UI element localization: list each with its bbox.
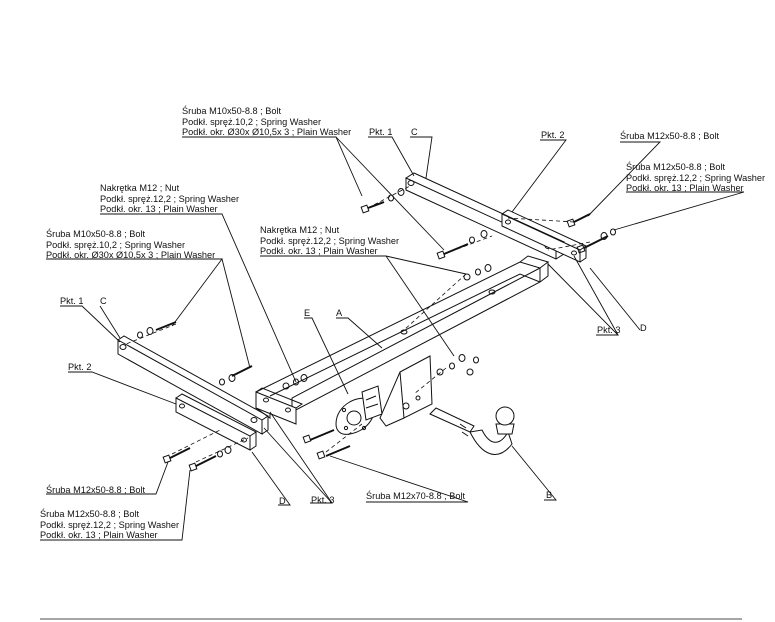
bolt-m12-top-right-label: Śruba M12x50-8.8 ; Bolt	[620, 131, 720, 141]
tag-a: A	[336, 308, 343, 318]
tag-d-right: D	[640, 323, 647, 333]
socket-plate-e	[335, 385, 383, 435]
bracket-c-right	[405, 172, 566, 260]
tag-c-right: C	[411, 127, 418, 137]
tag-pkt3-left: Pkt. 3	[311, 495, 335, 505]
hardware-bottom	[162, 429, 351, 472]
plate-left	[175, 393, 257, 451]
plate-right	[501, 209, 588, 263]
bracket-c-left	[117, 335, 269, 435]
nut-m12-left-label: Nakrętka M12 ; Nut Podkł. spręż.12,2 ; S…	[100, 183, 240, 214]
tag-pkt2-left: Pkt. 2	[68, 362, 92, 372]
bolt-m12-right-label: Śruba M12x50-8.8 ; Bolt Podkł. spręż.12,…	[626, 162, 766, 193]
center-bracket	[379, 355, 433, 427]
bolt-m10-left-label: Śruba M10x50-8.8 ; Bolt Podkł. spręż.10,…	[46, 229, 216, 260]
tow-ball-b	[429, 406, 515, 455]
hardware-center-nuts	[436, 264, 492, 376]
tag-c-left: C	[100, 296, 107, 306]
tag-pkt3-right: Pkt. 3	[597, 325, 621, 335]
tag-pkt2-right: Pkt. 2	[541, 130, 565, 140]
bolt-m10-top-label: Śruba M10x50-8.8 ; Bolt Podkł. spręż.10,…	[182, 106, 352, 137]
leader-lines	[40, 136, 745, 541]
tag-pkt1-left: Pkt. 1	[60, 296, 84, 306]
tag-e: E	[304, 308, 311, 318]
alignment-lines	[125, 185, 591, 463]
tag-d-left: D	[279, 496, 286, 506]
bolt-m12-bottom-single-label: Śruba M12x50-8.8 ; Bolt	[46, 485, 146, 495]
bolt-m12x70-label: Śruba M12x70-8.8 ; Bolt	[366, 491, 466, 501]
tag-b: B	[546, 490, 553, 500]
nut-m12-center-label: Nakrętka M12 ; Nut Podkł. spręż.12,2 ; S…	[260, 225, 400, 256]
bolt-m12-bottom-label: Śruba M12x50-8.8 ; Bolt Podkł. spręż.12,…	[40, 509, 180, 540]
beam-end-plate-left	[255, 387, 304, 425]
tag-pkt1-right: Pkt. 1	[369, 127, 393, 137]
